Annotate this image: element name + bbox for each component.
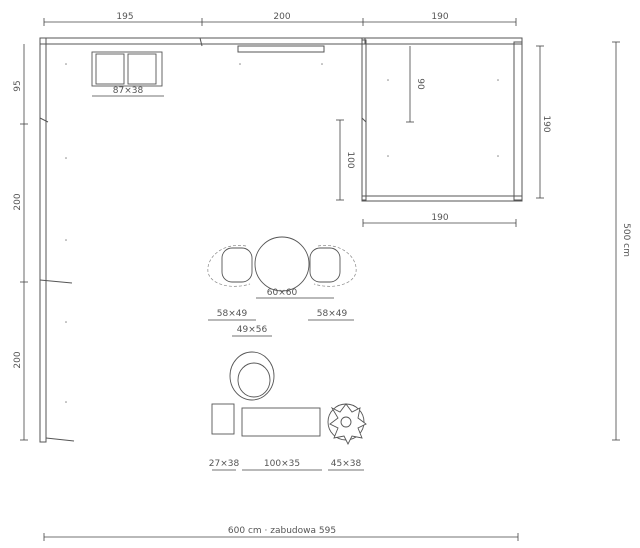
alcove-inner-dim: 90 (415, 78, 425, 90)
plant (327, 403, 367, 446)
alcove-right-wall (513, 41, 523, 201)
top-dim-3: 190 (431, 12, 448, 22)
plant-label: 45×38 (331, 459, 362, 469)
dining-set (207, 236, 357, 292)
alcove-bottom-wall (361, 195, 523, 202)
alcove-left-wall (361, 39, 367, 201)
chair-left-label: 58×49 (217, 309, 248, 319)
left-dim-3: 200 (13, 351, 23, 368)
right-dim-alcove: 190 (541, 115, 551, 132)
side-table-label: 27×38 (209, 459, 240, 469)
chair-left (207, 245, 251, 287)
chair-right (313, 245, 357, 287)
lounge-set (211, 403, 367, 446)
wall-top (39, 37, 366, 45)
top-dim-1: 195 (116, 12, 133, 22)
left-dim-1: 95 (13, 80, 23, 91)
left-dim-2: 200 (13, 193, 23, 210)
bench (241, 407, 321, 437)
alcove-top-wall (361, 37, 523, 45)
shelf (91, 51, 163, 87)
ceiling-fixture (237, 45, 325, 53)
dimension-lines (20, 18, 620, 541)
bench-label: 100×35 (264, 459, 300, 469)
shelf-label: 87×38 (113, 86, 144, 96)
partition-dim: 100 (345, 151, 355, 168)
table-label: 60×60 (267, 288, 298, 298)
dining-table (254, 236, 310, 292)
top-dim-2: 200 (273, 12, 290, 22)
wall-left (39, 37, 47, 443)
armchair-label: 49×56 (237, 325, 268, 335)
reference-dots (65, 63, 499, 403)
alcove-bottom-dim: 190 (431, 213, 448, 223)
bottom-total-dim: 600 cm · zabudowa 595 (228, 526, 336, 536)
armchair (229, 351, 275, 401)
right-dim-total: 500 cm (621, 223, 631, 257)
walls (39, 37, 523, 443)
side-table (211, 403, 235, 435)
chair-right-label: 58×49 (317, 309, 348, 319)
